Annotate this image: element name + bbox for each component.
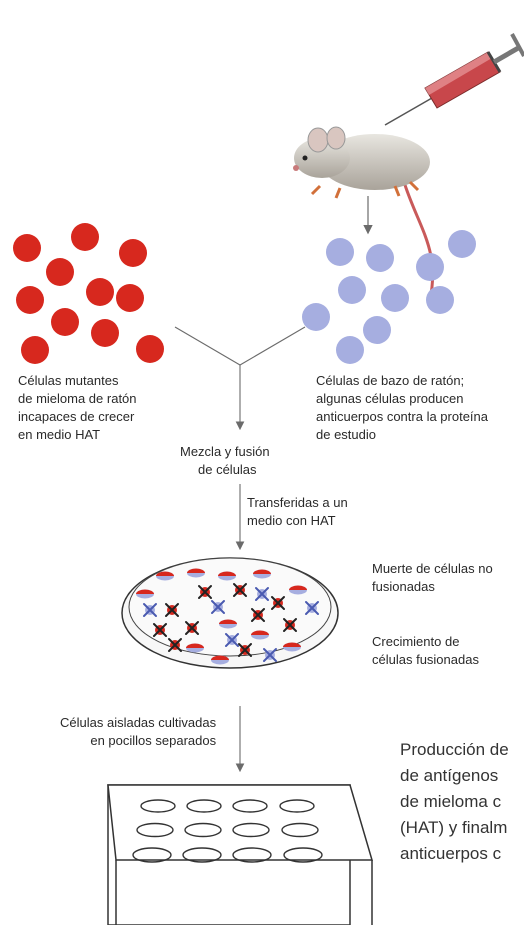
myeloma-cell (16, 286, 44, 314)
dead-myeloma-cell (238, 643, 252, 657)
dead-myeloma-cell (283, 618, 297, 632)
syringe-icon (384, 33, 524, 126)
spleen-label: Células de bazo de ratón;algunas células… (316, 373, 488, 442)
spleen-cell (363, 316, 391, 344)
dead-spleen-cell (255, 587, 269, 601)
dead-myeloma-cell (165, 603, 179, 617)
spleen-cell (416, 253, 444, 281)
fused-cell (187, 568, 205, 578)
myeloma-cell (86, 278, 114, 306)
dead-spleen-cell (305, 601, 319, 615)
dead-spleen-cell (263, 648, 277, 662)
spleen-cell (366, 244, 394, 272)
myeloma-cell (119, 239, 147, 267)
spleen-cell (448, 230, 476, 258)
fused-cell (156, 571, 174, 581)
myeloma-cell (46, 258, 74, 286)
well-plate (107, 784, 374, 925)
myeloma-cell (51, 308, 79, 336)
dead-myeloma-cell (185, 621, 199, 635)
dead-myeloma-cell (271, 596, 285, 610)
dead-spleen-cell (143, 603, 157, 617)
spleen-cell (336, 336, 364, 364)
dead-myeloma-cell (198, 585, 212, 599)
dead-myeloma-cell (251, 608, 265, 622)
fused-cell (253, 569, 271, 579)
spleen-cell (326, 238, 354, 266)
fused-cell (219, 619, 237, 629)
spleen-cell (302, 303, 330, 331)
fused-cell (211, 655, 229, 665)
myeloma-cell (71, 223, 99, 251)
dead-myeloma-cell (168, 638, 182, 652)
fused-cell (218, 571, 236, 581)
merge-arrows (174, 326, 306, 773)
dead-cells (143, 583, 319, 662)
spleen-cell-cluster (302, 230, 476, 364)
fused-cell (136, 589, 154, 599)
myeloma-cell (91, 319, 119, 347)
fused-cell (251, 630, 269, 640)
fused-cell (283, 642, 301, 652)
fused-cell (186, 643, 204, 653)
myeloma-cell (13, 234, 41, 262)
mouse-icon (293, 126, 435, 301)
dead-myeloma-cell (153, 623, 167, 637)
spleen-cell (381, 284, 409, 312)
myeloma-cell (136, 335, 164, 363)
spleen-cell (426, 286, 454, 314)
dead-spleen-cell (211, 600, 225, 614)
spleen-cell (338, 276, 366, 304)
dead-spleen-cell (225, 633, 239, 647)
myeloma-cell-cluster (13, 223, 164, 364)
fused-cells (136, 568, 307, 665)
plate-well (132, 799, 323, 863)
myeloma-cell (21, 336, 49, 364)
dead-myeloma-cell (233, 583, 247, 597)
fused-cell (289, 585, 307, 595)
myeloma-cell (116, 284, 144, 312)
